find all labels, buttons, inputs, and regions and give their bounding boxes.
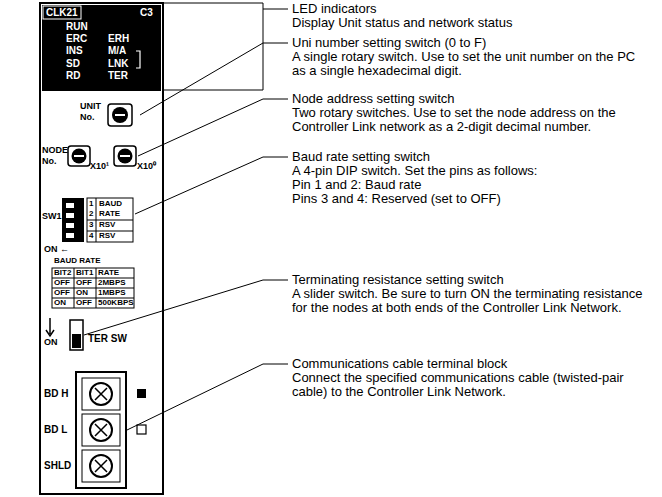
pin-number: 3 <box>89 221 93 230</box>
switch-name: No. <box>80 113 95 123</box>
callout-text: Connect the specified communications cab… <box>292 371 652 399</box>
led-name: M/A <box>108 45 126 56</box>
table-cell: BIT1 <box>76 269 93 278</box>
switch-name: No. <box>42 157 57 167</box>
rotary-switch <box>114 146 136 166</box>
leader-line <box>163 3 288 90</box>
leader-line <box>135 157 288 214</box>
leader-line <box>138 99 288 156</box>
callout-text: Display Unit status and network status <box>292 16 652 30</box>
led-name: RD <box>66 70 80 81</box>
on-direction: ON ← <box>44 245 69 255</box>
terminal-name: BD H <box>44 388 68 399</box>
table-title: BAUD RATE <box>54 257 101 266</box>
switch-name: UNIT <box>80 102 101 112</box>
unit-panel <box>40 3 163 494</box>
callout-title: Terminating resistance setting switch <box>292 273 652 287</box>
digit-weight: X10¹ <box>90 162 109 172</box>
leader-line <box>140 43 288 115</box>
rotary-switch <box>68 146 90 166</box>
switch-name: TER SW <box>88 333 127 344</box>
pin-function: RSV <box>99 232 115 241</box>
pin-number: 2 <box>89 210 93 219</box>
model-code: C3 <box>140 7 153 18</box>
led-name: ERH <box>108 33 129 44</box>
table-cell: OFF <box>76 299 92 308</box>
table-cell: OFF <box>76 279 92 288</box>
dip-switch <box>62 198 84 242</box>
pin-function: BAUD <box>99 200 122 209</box>
callout-text: Two rotary switches. Use to set the node… <box>292 106 652 134</box>
led-name: RUN <box>66 21 88 32</box>
dip-legend-box <box>87 198 133 242</box>
leader-lines <box>84 3 288 430</box>
callout-text: A slider switch. Be sure to turn ON the … <box>292 287 652 315</box>
table-cell: 1MBPS <box>98 289 126 298</box>
model-name: CLK21 <box>46 7 78 18</box>
callout-title: Communications cable terminal block <box>292 357 652 371</box>
baud-rate-table <box>52 268 134 308</box>
callout-text: Pins 3 and 4: Reserved (set to OFF) <box>292 192 652 206</box>
terminal-block <box>76 372 146 488</box>
pin-function: RSV <box>99 221 115 230</box>
table-cell: 2MBPS <box>98 279 126 288</box>
led-bracket <box>136 51 140 68</box>
callout-title: Node address setting switch <box>292 92 652 106</box>
led-name: LNK <box>108 58 129 69</box>
led-name: TER <box>108 70 128 81</box>
callout-title: LED indicators <box>292 2 652 16</box>
leader-line <box>127 364 288 430</box>
callout-text: A 4-pin DIP switch. Set the pins as foll… <box>292 164 652 178</box>
table-cell: BIT2 <box>54 269 71 278</box>
model-frame <box>43 6 81 19</box>
callout-title: Uni number setting switch (0 to F) <box>292 36 652 50</box>
led-name: ERC <box>66 33 87 44</box>
table-cell: RATE <box>98 269 119 278</box>
switch-name: SW1 <box>42 212 62 222</box>
callout-text: A single rotary switch. Use to set the u… <box>292 50 652 78</box>
table-cell: OFF <box>54 289 70 298</box>
table-cell: ON <box>54 299 66 308</box>
pin-function: RATE <box>99 210 120 219</box>
led-name: INS <box>66 45 83 56</box>
callout-title: Baud rate setting switch <box>292 150 652 164</box>
pin-number: 4 <box>89 232 93 241</box>
led-window <box>42 5 161 91</box>
callout-text: Pin 1 and 2: Baud rate <box>292 178 652 192</box>
table-cell: ON <box>76 289 88 298</box>
switch-state: ON <box>44 338 58 348</box>
pin-number: 1 <box>89 200 93 209</box>
table-cell: 500KBPS <box>98 299 134 308</box>
table-cell: OFF <box>54 279 70 288</box>
led-name: SD <box>66 58 80 69</box>
terminal-name: SHLD <box>44 460 71 471</box>
digit-weight: X10⁰ <box>137 162 156 172</box>
terminal-name: BD L <box>44 424 67 435</box>
leader-line <box>84 280 288 335</box>
switch-name: NODE <box>42 146 68 156</box>
rotary-switch <box>108 104 132 126</box>
